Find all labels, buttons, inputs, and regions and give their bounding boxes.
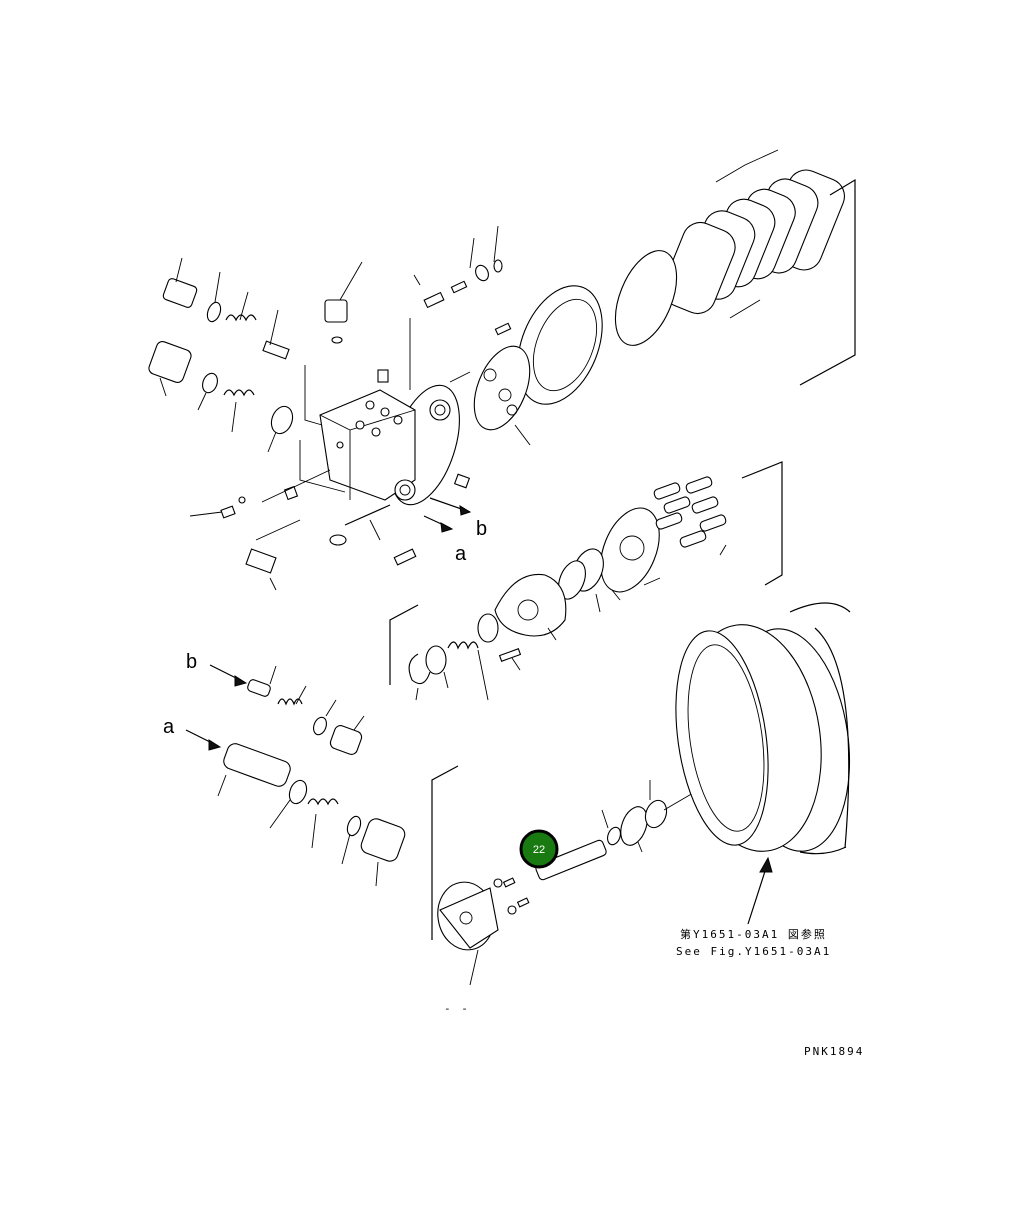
brake-plate-stack xyxy=(614,149,856,386)
piston-set xyxy=(653,476,727,548)
motor-housing xyxy=(319,285,603,506)
cylinder-block-group xyxy=(389,461,783,701)
valve-plug-group-upper xyxy=(148,257,363,453)
callout-badge-22[interactable]: 22 xyxy=(519,829,559,869)
mounting-hardware xyxy=(189,469,472,591)
callout-number: 22 xyxy=(533,844,545,856)
port-plate xyxy=(449,345,531,446)
label-b-upper: b xyxy=(476,518,487,540)
top-fittings xyxy=(299,225,512,493)
reference-english: See Fig.Y1651-03A1 xyxy=(676,945,831,958)
drawing-code: PNK1894 xyxy=(804,1045,864,1058)
footer-mark: - - xyxy=(444,1002,470,1015)
drum-hub xyxy=(675,602,851,925)
label-b-lower: b xyxy=(186,651,197,673)
label-a-upper: a xyxy=(455,543,467,565)
label-a-lower: a xyxy=(163,716,175,738)
reference-japanese: 第Y1651-03A1 図参照 xyxy=(680,927,827,941)
valve-plug-group-lower xyxy=(185,664,406,887)
callout-circle[interactable] xyxy=(519,829,559,869)
shaft-and-cover-group xyxy=(431,765,737,986)
